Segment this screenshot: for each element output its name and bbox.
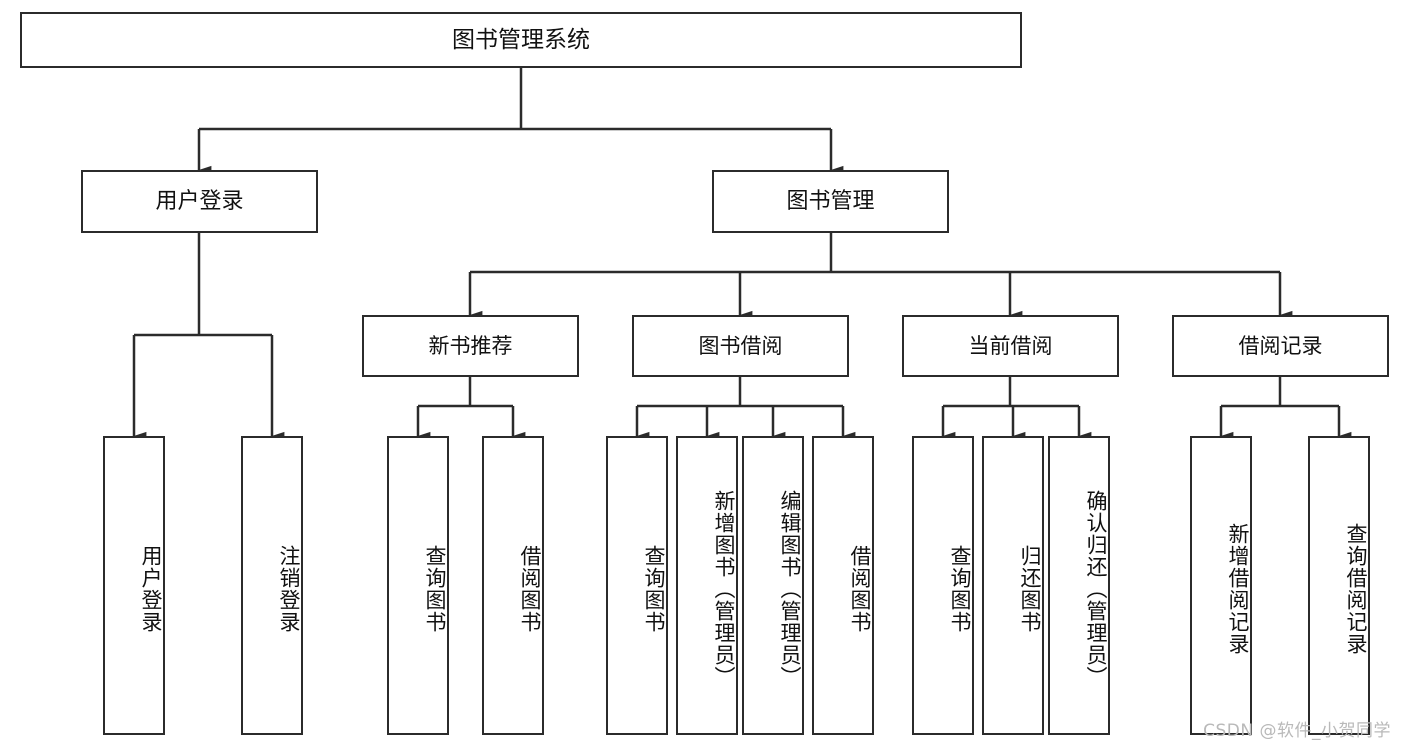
node-book-borrow[interactable]: 图书借阅 xyxy=(632,315,849,377)
csdn-watermark: CSDN @软件_小贺同学 xyxy=(1203,721,1391,741)
node-user-login[interactable]: 用户登录 xyxy=(81,170,318,233)
leaf-label: 用户登录 xyxy=(139,544,163,633)
leaf-user-login-logout[interactable]: 注销登录 xyxy=(241,436,303,735)
node-book-management[interactable]: 图书管理 xyxy=(712,170,949,233)
leaf-label: 注销登录 xyxy=(277,544,301,633)
node-borrow-records[interactable]: 借阅记录 xyxy=(1172,315,1389,377)
leaf-book-borrow-query-books[interactable]: 查询图书 xyxy=(606,436,668,735)
leaf-current-borrow-confirm-return-admin[interactable]: 确认归还（管理员） xyxy=(1048,436,1110,735)
node-book-management-label: 图书管理 xyxy=(786,188,875,214)
leaf-label: 借阅图书 xyxy=(848,544,872,633)
node-book-borrow-label: 图书借阅 xyxy=(698,333,783,358)
leaf-new-book-query-books[interactable]: 查询图书 xyxy=(387,436,449,735)
leaf-book-borrow-add-book-admin[interactable]: 新增图书（管理员） xyxy=(676,436,738,735)
node-root-label: 图书管理系统 xyxy=(452,26,590,53)
leaf-label: 借阅图书 xyxy=(518,544,542,633)
leaf-label: 归还图书 xyxy=(1018,544,1042,633)
node-new-book-recommend-label: 新书推荐 xyxy=(428,333,513,358)
leaf-current-borrow-return-books[interactable]: 归还图书 xyxy=(982,436,1044,735)
leaf-borrow-records-query-record[interactable]: 查询借阅记录 xyxy=(1308,436,1370,735)
node-user-login-label: 用户登录 xyxy=(155,188,244,214)
leaf-label: 查询图书 xyxy=(948,544,972,633)
node-root-book-management-system[interactable]: 图书管理系统 xyxy=(20,12,1022,68)
leaf-label: 查询图书 xyxy=(642,544,666,633)
leaf-book-borrow-edit-book-admin[interactable]: 编辑图书（管理员） xyxy=(742,436,804,735)
leaf-label: 新增借阅记录 xyxy=(1226,522,1250,655)
node-borrow-records-label: 借阅记录 xyxy=(1238,333,1323,358)
node-current-borrow[interactable]: 当前借阅 xyxy=(902,315,1119,377)
leaf-current-borrow-query-books[interactable]: 查询图书 xyxy=(912,436,974,735)
leaf-borrow-records-add-record[interactable]: 新增借阅记录 xyxy=(1190,436,1252,735)
node-new-book-recommend[interactable]: 新书推荐 xyxy=(362,315,579,377)
node-current-borrow-label: 当前借阅 xyxy=(968,333,1053,358)
leaf-label: 确认归还（管理员） xyxy=(1084,489,1108,688)
leaf-book-borrow-borrow-books[interactable]: 借阅图书 xyxy=(812,436,874,735)
leaf-label: 查询图书 xyxy=(423,544,447,633)
leaf-label: 查询借阅记录 xyxy=(1344,522,1368,655)
leaf-user-login-login[interactable]: 用户登录 xyxy=(103,436,165,735)
leaf-label: 编辑图书（管理员） xyxy=(778,489,802,688)
leaf-label: 新增图书（管理员） xyxy=(712,489,736,688)
leaf-new-book-borrow-books[interactable]: 借阅图书 xyxy=(482,436,544,735)
